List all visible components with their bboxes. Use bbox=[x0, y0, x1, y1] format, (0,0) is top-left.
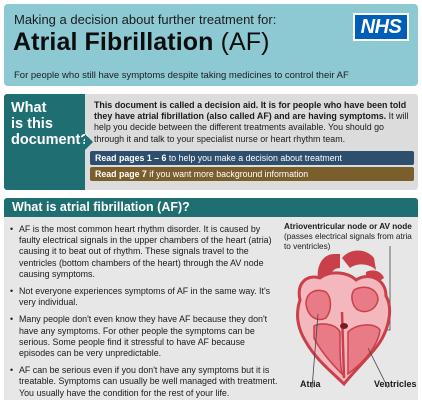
heart-diagram: Atrioventricular node or AV node(passes … bbox=[278, 218, 418, 400]
tab-arrow-icon bbox=[85, 134, 93, 150]
about-text: This document is called a decision aid. … bbox=[94, 100, 412, 145]
bullet-list: AF is the most common heart rhythm disor… bbox=[10, 224, 278, 400]
header-banner: Making a decision about further treatmen… bbox=[4, 4, 418, 86]
header-subtitle: Making a decision about further treatmen… bbox=[14, 12, 277, 27]
read-page-7-banner: Read page 7 if you want more background … bbox=[90, 167, 414, 181]
pill1-rest: to help you make a decision about treatm… bbox=[166, 153, 342, 163]
bullet-item: Many people don't even know they have AF… bbox=[10, 314, 278, 359]
about-body-text: It will help you decide between the diff… bbox=[94, 111, 409, 144]
bullet-item: AF is the most common heart rhythm disor… bbox=[10, 224, 278, 280]
av-node-title: Atrioventricular node or AV node bbox=[284, 222, 412, 231]
bullet-item: AF can be serious even if you don't have… bbox=[10, 365, 278, 399]
section-heading: What is atrial fibrillation (AF)? bbox=[4, 198, 418, 217]
page-title: Atrial Fibrillation (AF) bbox=[13, 28, 270, 57]
about-tab-line2: is this bbox=[11, 116, 53, 132]
bullet-item: Not everyone experiences symptoms of AF … bbox=[10, 286, 278, 308]
about-bold-text: This document is called a decision aid. … bbox=[94, 100, 407, 122]
heart-illustration-icon bbox=[296, 246, 391, 389]
nhs-logo-text: NHS bbox=[355, 15, 407, 39]
atria-label: Atria bbox=[300, 379, 321, 389]
pill1-bold: Read pages 1 – 6 bbox=[95, 153, 167, 163]
read-pages-1-6-banner: Read pages 1 – 6 to help you make a deci… bbox=[90, 151, 414, 165]
what-is-af-section: What is atrial fibrillation (AF)? AF is … bbox=[4, 198, 418, 400]
pill2-rest: if you want more background information bbox=[146, 169, 309, 179]
title-bold: Atrial Fibrillation bbox=[13, 28, 214, 56]
av-node-desc: (passes electrical signals from atria to… bbox=[284, 232, 412, 251]
ventricles-label: Ventricles bbox=[374, 379, 417, 389]
av-node-label: Atrioventricular node or AV node(passes … bbox=[284, 222, 416, 252]
about-tab-line3: document? bbox=[11, 132, 90, 148]
title-rest: (AF) bbox=[213, 28, 270, 56]
pill2-bold: Read page 7 bbox=[95, 169, 147, 179]
about-tab-line1: What bbox=[11, 100, 47, 116]
nhs-logo: NHS bbox=[353, 13, 409, 41]
header-tagline: For people who still have symptoms despi… bbox=[14, 70, 349, 81]
